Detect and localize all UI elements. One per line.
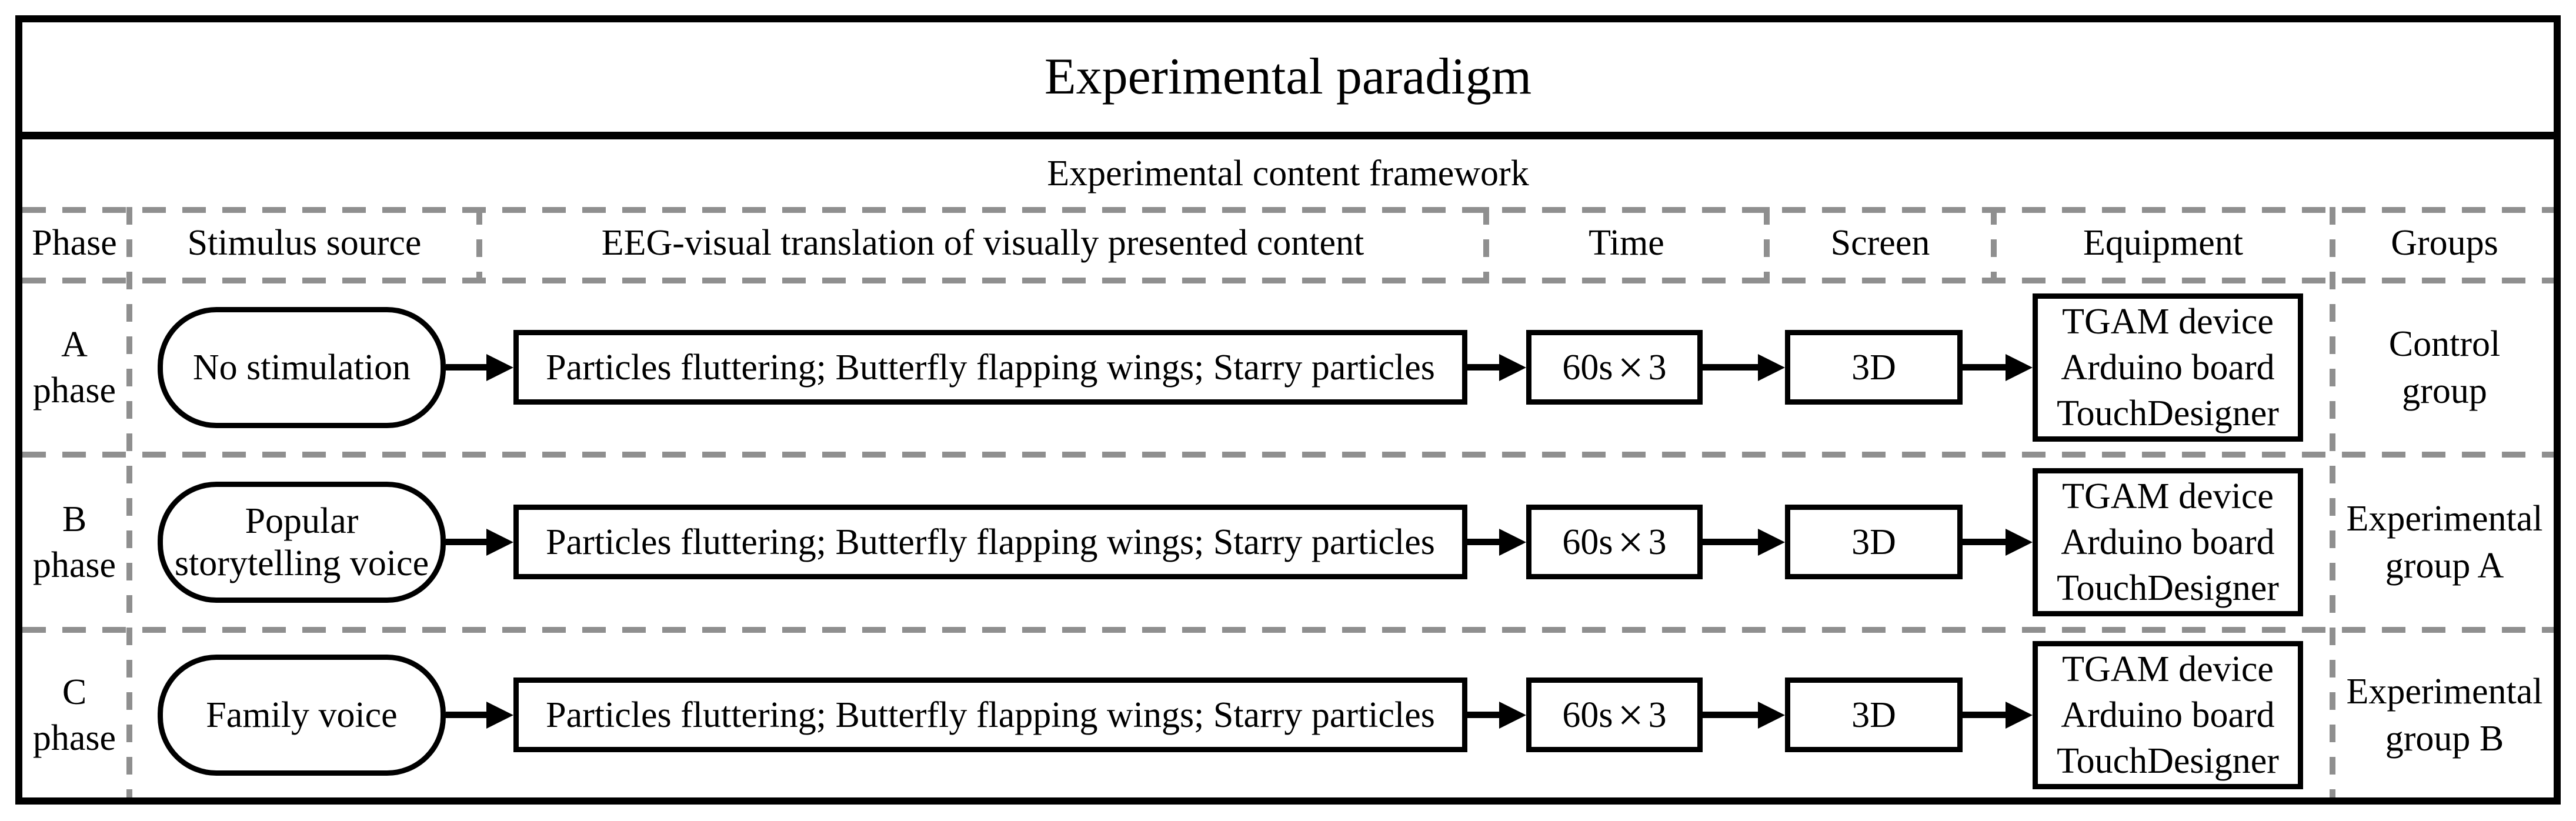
content-node: Particles fluttering; Butterfly flapping… bbox=[513, 678, 1467, 752]
time-node: 60s×3 bbox=[1526, 330, 1703, 405]
phase-label: B phase bbox=[22, 492, 126, 592]
equipment-line: TouchDesigner bbox=[2057, 393, 2279, 433]
stimulus-node: Family voice bbox=[158, 655, 446, 776]
group-line: group A bbox=[2385, 546, 2504, 586]
column-header-stimulus: Stimulus source bbox=[187, 223, 422, 263]
arrow-right-icon bbox=[446, 529, 513, 556]
equipment-node: TGAM device Arduino board TouchDesigner bbox=[2033, 293, 2303, 442]
time-value: 60s bbox=[1562, 522, 1613, 562]
time-node: 60s×3 bbox=[1526, 678, 1703, 752]
arrow-right-icon bbox=[1963, 702, 2033, 729]
dashed-divider-row-a-b bbox=[22, 452, 2554, 458]
phase-letter: A bbox=[61, 325, 88, 365]
column-header-groups: Groups bbox=[2391, 223, 2498, 263]
phase-label: C phase bbox=[22, 665, 126, 765]
dashed-divider-groups-column bbox=[2330, 207, 2335, 797]
content-node: Particles fluttering; Butterfly flapping… bbox=[513, 330, 1467, 405]
screen-node: 3D bbox=[1785, 505, 1963, 579]
dashed-divider-content-column bbox=[1483, 207, 1489, 283]
arrow-right-icon bbox=[1703, 529, 1785, 556]
subtitle-band: Experimental content framework bbox=[22, 139, 2554, 207]
group-line: Experimental bbox=[2346, 672, 2543, 712]
title-separator-line bbox=[22, 132, 2554, 139]
stimulus-node: Popular storytelling voice bbox=[158, 482, 446, 603]
phase-word: phase bbox=[32, 718, 116, 758]
group-label: Control group bbox=[2335, 315, 2554, 420]
column-header-screen: Screen bbox=[1830, 223, 1930, 263]
title-band: Experimental paradigm bbox=[22, 22, 2554, 132]
equipment-line: Arduino board bbox=[2061, 348, 2275, 388]
phase-letter: C bbox=[62, 672, 87, 712]
arrow-right-icon bbox=[446, 702, 513, 729]
dashed-divider-time-column bbox=[1764, 207, 1770, 283]
group-line: Experimental bbox=[2346, 499, 2543, 539]
screen-node: 3D bbox=[1785, 330, 1963, 405]
framework-subtitle: Experimental content framework bbox=[1047, 153, 1529, 193]
column-header-time: Time bbox=[1589, 223, 1664, 263]
time-value: 60s bbox=[1562, 695, 1613, 735]
group-line: group bbox=[2402, 371, 2487, 411]
equipment-node: TGAM device Arduino board TouchDesigner bbox=[2033, 468, 2303, 616]
equipment-line: TGAM device bbox=[2062, 302, 2274, 342]
group-label: Experimental group B bbox=[2335, 662, 2554, 768]
time-repeat: 3 bbox=[1648, 695, 1667, 735]
time-value: 60s bbox=[1562, 347, 1613, 388]
equipment-line: TGAM device bbox=[2062, 649, 2274, 689]
group-line: Control bbox=[2388, 324, 2501, 364]
time-node: 60s×3 bbox=[1526, 505, 1703, 579]
column-header-content: EEG-visual translation of visually prese… bbox=[601, 223, 1364, 263]
dashed-divider-row-b-c bbox=[22, 627, 2554, 633]
equipment-line: TouchDesigner bbox=[2057, 741, 2279, 781]
arrow-right-icon bbox=[1467, 529, 1526, 556]
phase-word: phase bbox=[32, 371, 116, 410]
group-label: Experimental group A bbox=[2335, 489, 2554, 595]
phase-letter: B bbox=[62, 499, 87, 539]
time-repeat: 3 bbox=[1648, 347, 1667, 388]
group-line: group B bbox=[2385, 719, 2504, 759]
dashed-divider-header-bottom bbox=[22, 278, 2554, 283]
content-node: Particles fluttering; Butterfly flapping… bbox=[513, 505, 1467, 579]
dashed-divider-screen-column bbox=[1991, 207, 1997, 283]
arrow-right-icon bbox=[1703, 354, 1785, 381]
equipment-line: TGAM device bbox=[2062, 476, 2274, 516]
phase-word: phase bbox=[32, 545, 116, 585]
arrow-right-icon bbox=[446, 354, 513, 381]
page-title: Experimental paradigm bbox=[1044, 48, 1532, 105]
column-header-phase: Phase bbox=[32, 223, 117, 263]
phase-label: A phase bbox=[22, 318, 126, 418]
equipment-line: Arduino board bbox=[2061, 522, 2275, 562]
dashed-divider-header-top bbox=[22, 207, 2554, 213]
equipment-line: Arduino board bbox=[2061, 695, 2275, 735]
arrow-right-icon bbox=[1703, 702, 1785, 729]
outer-frame bbox=[15, 15, 2561, 805]
arrow-right-icon bbox=[1963, 529, 2033, 556]
equipment-line: TouchDesigner bbox=[2057, 568, 2279, 608]
equipment-node: TGAM device Arduino board TouchDesigner bbox=[2033, 641, 2303, 789]
dashed-divider-stimulus-column bbox=[476, 207, 482, 283]
dashed-divider-phase-column bbox=[126, 207, 132, 797]
arrow-right-icon bbox=[1467, 354, 1526, 381]
arrow-right-icon bbox=[1963, 354, 2033, 381]
screen-node: 3D bbox=[1785, 678, 1963, 752]
arrow-right-icon bbox=[1467, 702, 1526, 729]
column-header-equipment: Equipment bbox=[2083, 223, 2244, 263]
stimulus-node: No stimulation bbox=[158, 307, 446, 428]
time-repeat: 3 bbox=[1648, 522, 1667, 562]
